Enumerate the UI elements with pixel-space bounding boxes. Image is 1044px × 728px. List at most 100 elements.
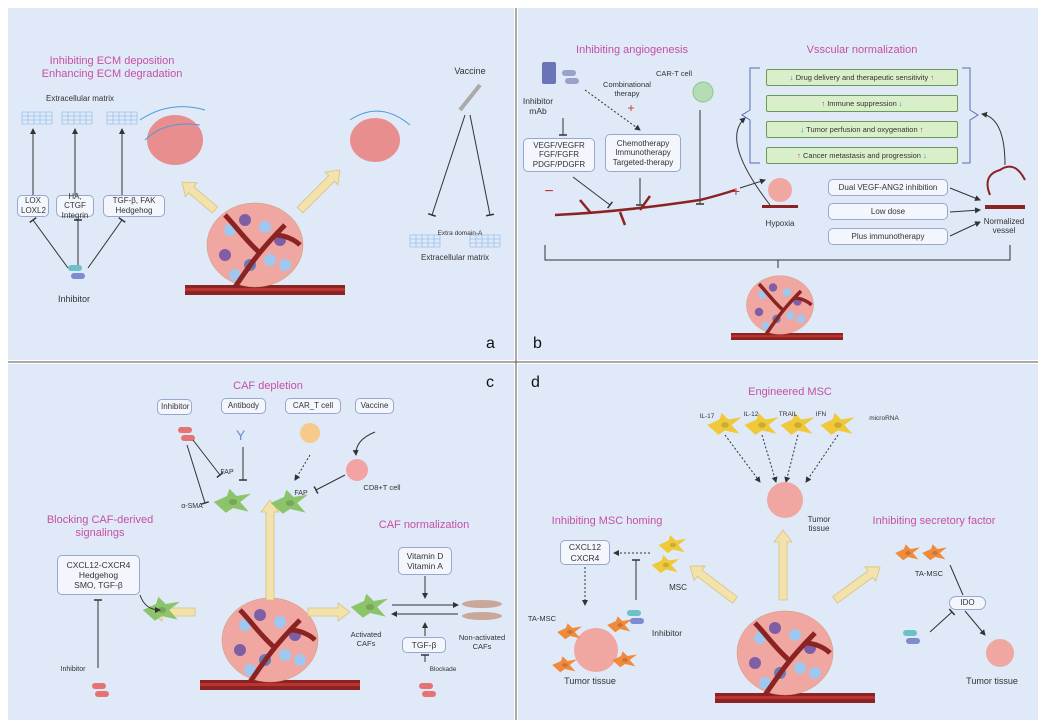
pill-icon (178, 427, 195, 441)
ecm-mesh-icon (21, 111, 53, 125)
plus-sign: + (731, 183, 741, 199)
msc-cell (658, 535, 687, 554)
agent-vaccine: Vaccine (355, 398, 394, 414)
tgfb-box: TGF-β (402, 637, 446, 653)
connector-line (949, 221, 981, 237)
connector-line (949, 207, 981, 214)
inhibitor-label-c: Inhibitor (60, 666, 86, 673)
tumor-tissue-label-right: Tumor tissue (966, 676, 1018, 686)
connector-line (784, 434, 799, 483)
fibrous-tumor-cluster (349, 110, 411, 162)
msc-cell (651, 555, 680, 574)
tumor-microenvironment (715, 610, 875, 703)
vaccine-label: Vaccine (454, 66, 486, 76)
pill-icon (92, 683, 109, 697)
connector-line (572, 176, 614, 209)
yellow-arrow (296, 169, 341, 214)
ido-box: IDO (949, 596, 986, 610)
effect-arrow-pre: ↓ (800, 125, 805, 134)
effect-text: Immune suppression (827, 99, 897, 108)
payload-ifn: IFN (815, 411, 827, 418)
panel-a (8, 8, 514, 360)
effect-arrow-pre: ↑ (821, 99, 826, 108)
blockade-label: Blockade (429, 666, 457, 673)
yellow-arrow (689, 565, 738, 604)
yellow-arrow (773, 529, 793, 601)
connector-line (192, 439, 224, 479)
tamsc2-label: TA-MSC (914, 569, 944, 578)
effect-box: ↑ Immune suppression ↓ (766, 95, 958, 112)
cd8-t-cell-icon (346, 459, 368, 481)
combo-plus-sign: + (627, 101, 635, 115)
blood-vessel-branch (554, 188, 736, 226)
antibody-icon: Y (236, 427, 246, 443)
asma-label: α-SMA (181, 503, 203, 510)
effect-box: ↑ Cancer metastasis and progression ↓ (766, 147, 958, 164)
non-activated-caf (462, 612, 502, 620)
title-caf-normalization: CAF normalization (378, 519, 470, 531)
connector-line (313, 474, 346, 494)
engineered-msc-cell (820, 412, 855, 435)
cart-cell-icon (692, 81, 714, 103)
pill-icon (419, 683, 436, 697)
caf-cell (350, 593, 388, 618)
connector-line (949, 564, 964, 596)
hypoxia-label: Hypoxia (765, 219, 795, 228)
cart-cell-icon (300, 423, 320, 443)
feedback-arrow (736, 117, 771, 206)
minus-sign: − (544, 183, 554, 200)
eda-label: Extra domain-A (437, 230, 483, 237)
payload-microrna: microRNA (869, 415, 899, 422)
strategy-dual: Dual VEGF-ANG2 inhibition (828, 179, 948, 196)
ta-msc-cell (895, 544, 920, 561)
title-msc-homing: Inhibiting MSC homing (551, 515, 663, 527)
connector-line (584, 89, 641, 131)
connector-line (964, 610, 986, 636)
title-vascular-normalization: Vsscular normalization (806, 44, 918, 56)
effect-arrow-post: ↓ (898, 99, 903, 108)
connector-line (761, 434, 778, 483)
panel-label-b: b (533, 335, 542, 352)
effect-box: ↓ Tumor perfusion and oxygenation ↑ (766, 121, 958, 138)
cart-label: CAR-T cell (655, 69, 693, 78)
title-angiogenesis: Inhibiting angiogenesis (576, 44, 688, 56)
connector-line (724, 434, 761, 483)
connector-line (469, 114, 495, 217)
effect-text: Tumor perfusion and oxygenation (806, 125, 918, 134)
connector-line (739, 178, 766, 189)
effect-arrow-pre: ↓ (789, 73, 794, 82)
curly-brace (741, 67, 979, 164)
ecm-label: Extracellular matrix (45, 94, 115, 103)
non-activated-caf (462, 600, 502, 608)
tamsc-label: TA-MSC (527, 614, 557, 623)
agent-inhibitor: Inhibitor (157, 399, 192, 415)
engineered-msc-cell (707, 412, 742, 435)
connector-line (87, 217, 126, 269)
panel-label-a: a (486, 335, 495, 352)
tumor-tissue-label-left: Tumor tissue (564, 676, 616, 686)
tumor-tissue-icon (986, 639, 1014, 667)
effect-text: Drug delivery and therapeutic sensitivit… (795, 73, 929, 82)
fibrous-tumor-cluster (139, 106, 206, 165)
yellow-arrow (832, 566, 881, 604)
title-engineered-msc: Engineered MSC (748, 386, 832, 398)
panel-label-d: d (531, 374, 540, 391)
connector-line (949, 187, 981, 201)
effect-box: ↓ Drug delivery and therapeutic sensitiv… (766, 69, 958, 86)
inhibitor-label-a: Inhibitor (57, 294, 91, 304)
title-caf-depletion: CAF depletion (233, 380, 303, 392)
title-ecm-degradation: Enhancing ECM degradation (41, 68, 183, 80)
